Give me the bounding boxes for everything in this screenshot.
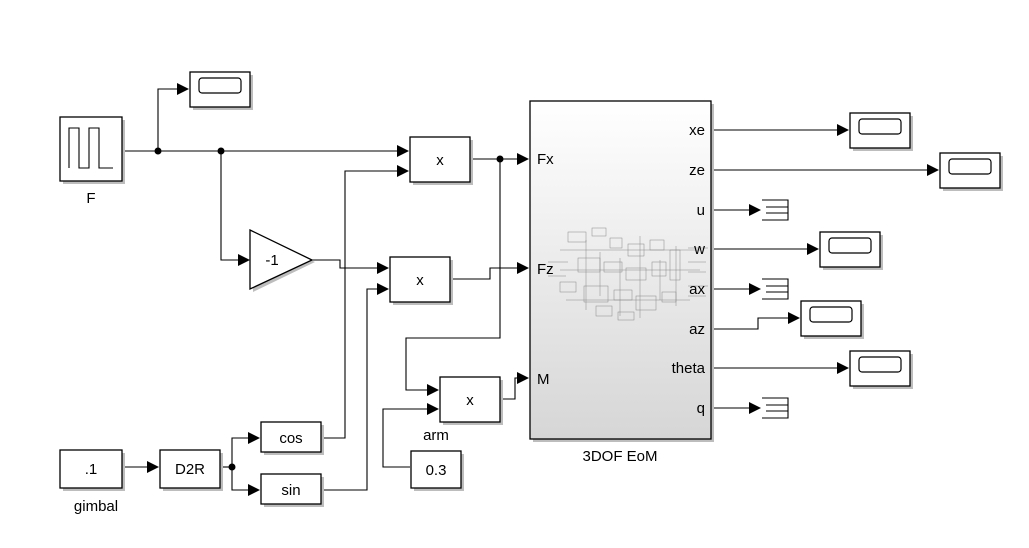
pulse-source-name: F [86, 190, 95, 207]
eom-input-fx: Fx [537, 151, 554, 168]
sin-label: sin [281, 482, 300, 499]
scope-icon [198, 77, 242, 94]
gimbal-name: gimbal [74, 498, 118, 515]
product-fz-block[interactable]: x [389, 256, 453, 305]
scope-icon [828, 237, 872, 254]
d2r-label: D2R [175, 461, 205, 478]
product-m-block[interactable]: x arm [423, 376, 503, 444]
scope-ze[interactable] [939, 152, 1003, 191]
product-fx-block[interactable]: x [409, 136, 473, 185]
eom-input-fz: Fz [537, 261, 554, 278]
wire-cos-prodfx[interactable] [322, 165, 409, 439]
scope-icon [858, 356, 902, 373]
wire-d2r-cos[interactable] [231, 432, 260, 467]
wire-fx-prodm[interactable] [405, 159, 501, 396]
eom-preview-icon [548, 227, 708, 321]
arm-constant-value: 0.3 [426, 462, 447, 479]
wire-gain-prodfz[interactable] [312, 259, 389, 274]
terminator-icon [762, 199, 789, 221]
scope-w[interactable] [819, 231, 883, 270]
wires [124, 83, 939, 496]
scope-icon [809, 306, 853, 323]
gain-value: -1 [265, 252, 278, 269]
gimbal-value: .1 [85, 461, 98, 478]
junction-dot [217, 147, 225, 155]
eom-subsystem-block[interactable]: Fx Fz M xe ze u w ax az theta q 3DOF EoM [529, 100, 714, 465]
wire-prodm-m[interactable] [502, 372, 529, 400]
wire-prodfz-fz[interactable] [452, 262, 529, 280]
eom-input-m: M [537, 371, 550, 388]
d2r-block[interactable]: D2R [159, 449, 223, 491]
wire-f-gain[interactable] [220, 151, 250, 266]
wire-arm-prodm[interactable] [382, 403, 439, 468]
cos-label: cos [279, 430, 302, 447]
scope-icon [858, 118, 902, 135]
eom-output-theta: theta [672, 360, 706, 377]
eom-output-xe: xe [689, 122, 705, 139]
product-m-name: arm [423, 427, 449, 444]
junction-dot [154, 147, 162, 155]
wire-az-scope[interactable] [712, 312, 800, 330]
junction-dot [228, 463, 236, 471]
terminator-icon [762, 397, 789, 419]
scope-az[interactable] [800, 300, 864, 339]
eom-output-w: w [693, 241, 705, 258]
terminator-u[interactable] [762, 199, 789, 221]
gain-block[interactable]: -1 [249, 228, 315, 292]
terminator-q[interactable] [762, 397, 789, 419]
gimbal-constant-block[interactable]: .1 gimbal [59, 449, 125, 515]
arm-constant-block[interactable]: 0.3 [410, 450, 464, 491]
scope-f[interactable] [189, 71, 253, 110]
product-fz-symbol: x [416, 272, 424, 289]
pulse-generator-block[interactable]: F [59, 116, 125, 207]
product-fx-symbol: x [436, 152, 444, 169]
junction-dot [496, 155, 504, 163]
eom-output-ax: ax [689, 281, 705, 298]
wire-f-scope[interactable] [157, 83, 189, 151]
scope-theta[interactable] [849, 350, 913, 389]
eom-output-az: az [689, 321, 705, 338]
eom-name: 3DOF EoM [582, 448, 657, 465]
scope-icon [948, 158, 992, 175]
terminator-icon [762, 278, 789, 300]
scope-xe[interactable] [849, 112, 913, 151]
cos-block[interactable]: cos [260, 421, 324, 455]
eom-output-q: q [697, 400, 705, 417]
terminator-ax[interactable] [762, 278, 789, 300]
product-m-symbol: x [466, 392, 474, 409]
pulse-wave-icon [68, 127, 113, 169]
wire-sin-prodfz[interactable] [322, 283, 389, 491]
wire-d2r-sin[interactable] [231, 467, 260, 496]
eom-output-ze: ze [689, 162, 705, 179]
sin-block[interactable]: sin [260, 473, 324, 507]
eom-output-u: u [697, 202, 705, 219]
